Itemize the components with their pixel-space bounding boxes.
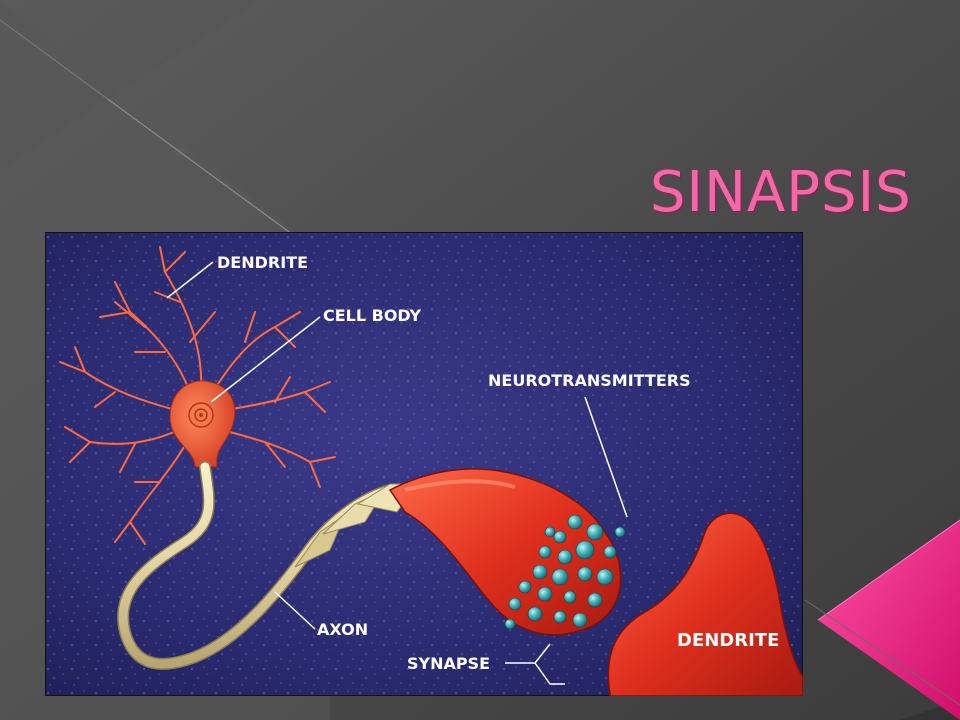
label-pointer-lines [166, 261, 628, 685]
slide-title: SINAPSIS [650, 160, 912, 225]
pink-corner-accent [818, 520, 960, 720]
label-dendrite-bottom: DENDRITE [677, 630, 779, 651]
neurotransmitter-vesicles [504, 514, 626, 630]
label-neurotransmitters: NEUROTRANSMITTERS [488, 371, 691, 390]
label-cell-body: CELL BODY [323, 306, 422, 325]
label-dendrite-top: DENDRITE [217, 253, 308, 272]
label-axon: AXON [317, 620, 368, 639]
axon-terminal [388, 468, 622, 636]
neuron-synapse-diagram: DENDRITE CELL BODY NEUROTRANSMITTERS AXO… [45, 232, 803, 696]
cell-body [169, 380, 236, 468]
receiving-dendrite [607, 512, 803, 696]
label-synapse: SYNAPSE [407, 654, 490, 673]
